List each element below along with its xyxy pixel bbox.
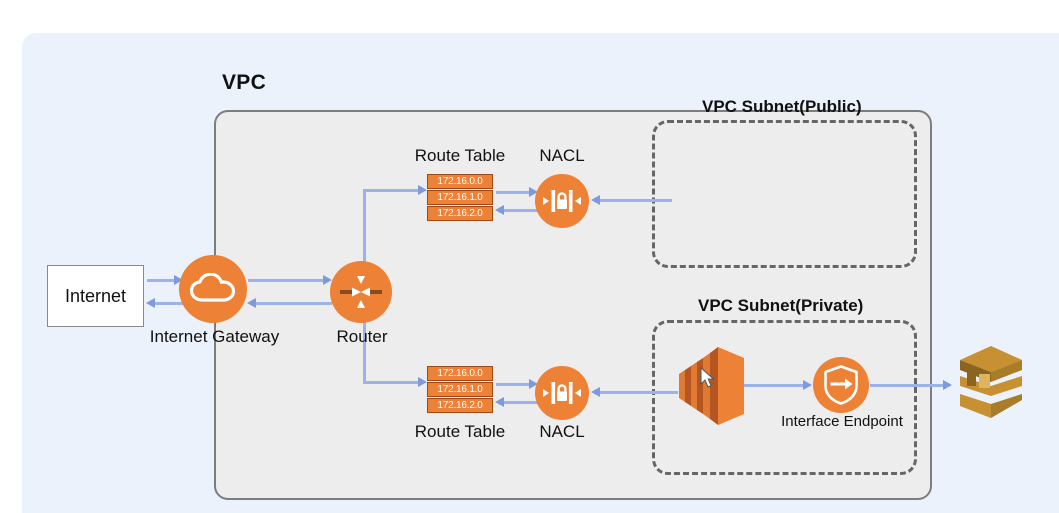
arrow-igw-to-internet (155, 302, 183, 305)
internet-box: Internet (47, 265, 144, 327)
nacl-bottom-label: NACL (539, 422, 585, 441)
arrow-head-endpoint-to-service (943, 380, 952, 390)
arrow-rt-top-to-nacl (496, 191, 532, 194)
arrow-head-internet-to-igw (174, 275, 183, 285)
arrow-router-up-vertical (363, 189, 366, 279)
diagram-canvas: VPC VPC Subnet(Public) VPC Subnet(Privat… (22, 33, 1059, 513)
cloud-icon[interactable] (179, 255, 247, 323)
subnet-public-container (652, 120, 917, 268)
arrow-nacl-to-rt-top (504, 209, 538, 212)
arrow-endpoint-to-service (870, 384, 946, 387)
route-table-row: 172.16.1.0 (427, 382, 493, 397)
arrow-igw-to-router (248, 279, 326, 282)
route-table-row: 172.16.2.0 (427, 398, 493, 413)
subnet-private-label: VPC Subnet(Private) (698, 296, 864, 315)
arrow-head-rt-top-to-nacl (529, 187, 538, 197)
arrow-rt-bottom-to-nacl (496, 383, 532, 386)
arrow-internet-to-igw (147, 279, 177, 282)
router-icon[interactable] (330, 261, 392, 323)
arrow-router-to-igw (256, 302, 332, 305)
arrow-lambda-to-nacl (600, 391, 678, 394)
arrow-head-nacl-to-rt-bottom (495, 397, 504, 407)
arrow-head-igw-to-router (323, 275, 332, 285)
route-table-top-label: Route Table (414, 146, 506, 165)
arrow-head-nacl-to-rt-top (495, 205, 504, 215)
shield-arrow-icon[interactable] (813, 357, 869, 413)
route-table-row: 172.16.2.0 (427, 206, 493, 221)
lock-icon[interactable] (535, 366, 589, 420)
arrow-nacl-to-rt-bottom (504, 401, 538, 404)
arrow-head-router-to-rt-bottom (418, 377, 427, 387)
route-table-row: 172.16.0.0 (427, 174, 493, 189)
arrow-head-lambda-to-endpoint (803, 380, 812, 390)
arrow-head-rt-bottom-to-nacl (529, 379, 538, 389)
lock-icon[interactable] (535, 174, 589, 228)
arrow-lambda-to-endpoint (744, 384, 806, 387)
arrow-head-router-to-rt-top (418, 185, 427, 195)
arrow-router-down-vertical (363, 305, 366, 383)
arrow-head-igw-to-internet (146, 298, 155, 308)
route-table-top[interactable]: 172.16.0.0 172.16.1.0 172.16.2.0 (427, 174, 493, 221)
interface-endpoint-label: Interface Endpoint (781, 413, 903, 430)
arrow-head-lambda-to-nacl (591, 387, 600, 397)
arrow-router-to-rt-top (363, 189, 421, 192)
route-table-row: 172.16.0.0 (427, 366, 493, 381)
route-table-row: 172.16.1.0 (427, 190, 493, 205)
router-label: Router (336, 327, 388, 346)
route-table-bottom[interactable]: 172.16.0.0 172.16.1.0 172.16.2.0 (427, 366, 493, 413)
aws-service-icon[interactable] (952, 338, 1030, 426)
arrow-head-router-to-igw (247, 298, 256, 308)
route-table-bottom-label: Route Table (414, 422, 506, 441)
arrow-head-public-subnet-to-nacl (591, 195, 600, 205)
nacl-top-label: NACL (539, 146, 585, 165)
arrow-public-subnet-to-nacl (600, 199, 672, 202)
mouse-cursor-icon (700, 367, 716, 389)
arrow-router-to-rt-bottom (363, 381, 421, 384)
subnet-public-label: VPC Subnet(Public) (702, 97, 862, 116)
internet-gateway-label: Internet Gateway (149, 327, 280, 346)
vpc-label: VPC (222, 71, 267, 94)
subnet-private-container (652, 320, 917, 475)
